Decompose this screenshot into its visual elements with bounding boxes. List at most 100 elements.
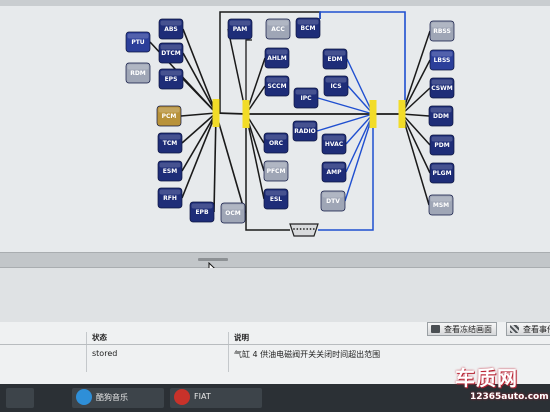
module-label: PDM (434, 142, 449, 149)
module-gloss (159, 162, 181, 168)
wire-pdm (401, 113, 431, 146)
module-node-hvac[interactable]: HVAC (321, 133, 347, 155)
module-label: PFCM (267, 168, 286, 175)
module-node-ics[interactable]: ICS (323, 75, 349, 97)
module-box (293, 87, 319, 109)
module-gloss (159, 134, 181, 140)
module-box (264, 75, 290, 97)
module-node-ocm[interactable]: OCM (220, 202, 246, 224)
module-box (263, 132, 289, 154)
module-gloss (222, 204, 244, 210)
module-node-abs[interactable]: ABS (158, 18, 184, 40)
module-box (321, 133, 347, 155)
module-box (158, 18, 184, 40)
module-gloss (160, 44, 182, 50)
watermark-logo: 车质网 (455, 366, 518, 390)
module-gloss (324, 50, 346, 56)
wire-amp (345, 113, 374, 173)
module-box (158, 68, 184, 90)
module-label: RDM (130, 70, 146, 77)
module-node-cswm[interactable]: CSWM (429, 77, 455, 99)
module-node-ipc[interactable]: IPC (293, 87, 319, 109)
module-node-pcm[interactable]: PCM (156, 105, 182, 127)
module-node-radio[interactable]: RADIO (292, 120, 318, 142)
module-node-dtcm[interactable]: DTCM (158, 42, 184, 64)
taskbar-start-item[interactable] (6, 388, 34, 408)
view-event-button[interactable]: 查看事件 (506, 322, 550, 336)
module-node-bcm[interactable]: BCM (295, 17, 321, 39)
module-node-pam[interactable]: PAM (227, 18, 253, 40)
module-node-pdm[interactable]: PDM (429, 134, 455, 156)
module-node-rbss[interactable]: RBSS (429, 20, 455, 42)
module-label: ESM (163, 168, 177, 175)
module-label: RBSS (433, 28, 451, 35)
module-gloss (295, 89, 317, 95)
module-node-ddm[interactable]: DDM (428, 105, 454, 127)
wire-obd-left (245, 124, 290, 231)
module-node-edm[interactable]: EDM (322, 48, 348, 70)
module-label: EPS (165, 76, 178, 83)
module-node-ptu[interactable]: PTU (125, 31, 151, 53)
module-box (429, 162, 455, 184)
module-gloss (267, 20, 289, 26)
taskbar-item-kugou[interactable] (72, 388, 164, 408)
wire-lbss (401, 59, 431, 115)
obd-connector-icon (289, 223, 319, 237)
module-label: RFH (163, 195, 177, 202)
module-node-sccm[interactable]: SCCM (264, 75, 290, 97)
splitter-grip[interactable] (198, 258, 228, 261)
module-node-lbss[interactable]: LBSS (429, 49, 455, 71)
module-node-pfcm[interactable]: PFCM (263, 160, 289, 182)
module-node-esm[interactable]: ESM (157, 160, 183, 182)
module-gloss (265, 134, 287, 140)
obd-pin (306, 228, 309, 230)
module-node-rfh[interactable]: RFH (157, 187, 183, 209)
row-status[interactable]: stored (92, 349, 118, 358)
header-divider (0, 344, 550, 345)
freeze-frame-button[interactable]: 查看冻结画面 (427, 322, 497, 336)
module-node-msm[interactable]: MSM (428, 194, 454, 216)
module-gloss (127, 33, 149, 39)
module-node-tcm[interactable]: TCM (157, 132, 183, 154)
network-connector-4 (398, 100, 406, 128)
module-node-plgm[interactable]: PLGM (429, 162, 455, 184)
module-label: ICS (330, 83, 341, 90)
module-label: AHLM (267, 55, 286, 62)
wire-ocm (215, 112, 246, 214)
module-label: ESL (270, 196, 282, 203)
module-node-acc[interactable]: ACC (265, 18, 291, 40)
module-node-esl[interactable]: ESL (263, 188, 289, 210)
module-box (320, 190, 346, 212)
module-node-rdm[interactable]: RDM (125, 62, 151, 84)
wire-ddm (401, 113, 430, 117)
module-box (220, 202, 246, 224)
taskbar-item-fiat[interactable] (170, 388, 262, 408)
module-node-epb[interactable]: EPB (189, 201, 215, 223)
module-box (428, 105, 454, 127)
module-node-eps[interactable]: EPS (158, 68, 184, 90)
wire-backbone-1 (215, 112, 247, 115)
module-box (158, 42, 184, 64)
wire-esl (245, 113, 265, 200)
checkerboard-icon (510, 325, 519, 333)
module-box (125, 31, 151, 53)
module-node-ahlm[interactable]: AHLM (264, 47, 290, 69)
module-node-amp[interactable]: AMP (321, 161, 347, 183)
module-label: EPB (195, 209, 208, 216)
module-gloss (431, 164, 453, 170)
module-label: BCM (301, 25, 316, 32)
column-header-status[interactable]: 状态 (92, 333, 107, 342)
wire-tcm (181, 112, 217, 144)
module-node-dtv[interactable]: DTV (320, 190, 346, 212)
module-box (323, 75, 349, 97)
camera-icon (431, 325, 440, 333)
row-description[interactable]: 气缸 4 供油电磁阀开关关闭时间超出范围 (234, 350, 381, 359)
module-box (157, 187, 183, 209)
module-gloss (158, 107, 180, 113)
module-box (264, 47, 290, 69)
obd-pin (299, 228, 302, 230)
pane-splitter[interactable] (0, 252, 550, 268)
module-node-orc[interactable]: ORC (263, 132, 289, 154)
wire-pcm (180, 112, 217, 117)
column-header-description[interactable]: 说明 (234, 333, 249, 342)
